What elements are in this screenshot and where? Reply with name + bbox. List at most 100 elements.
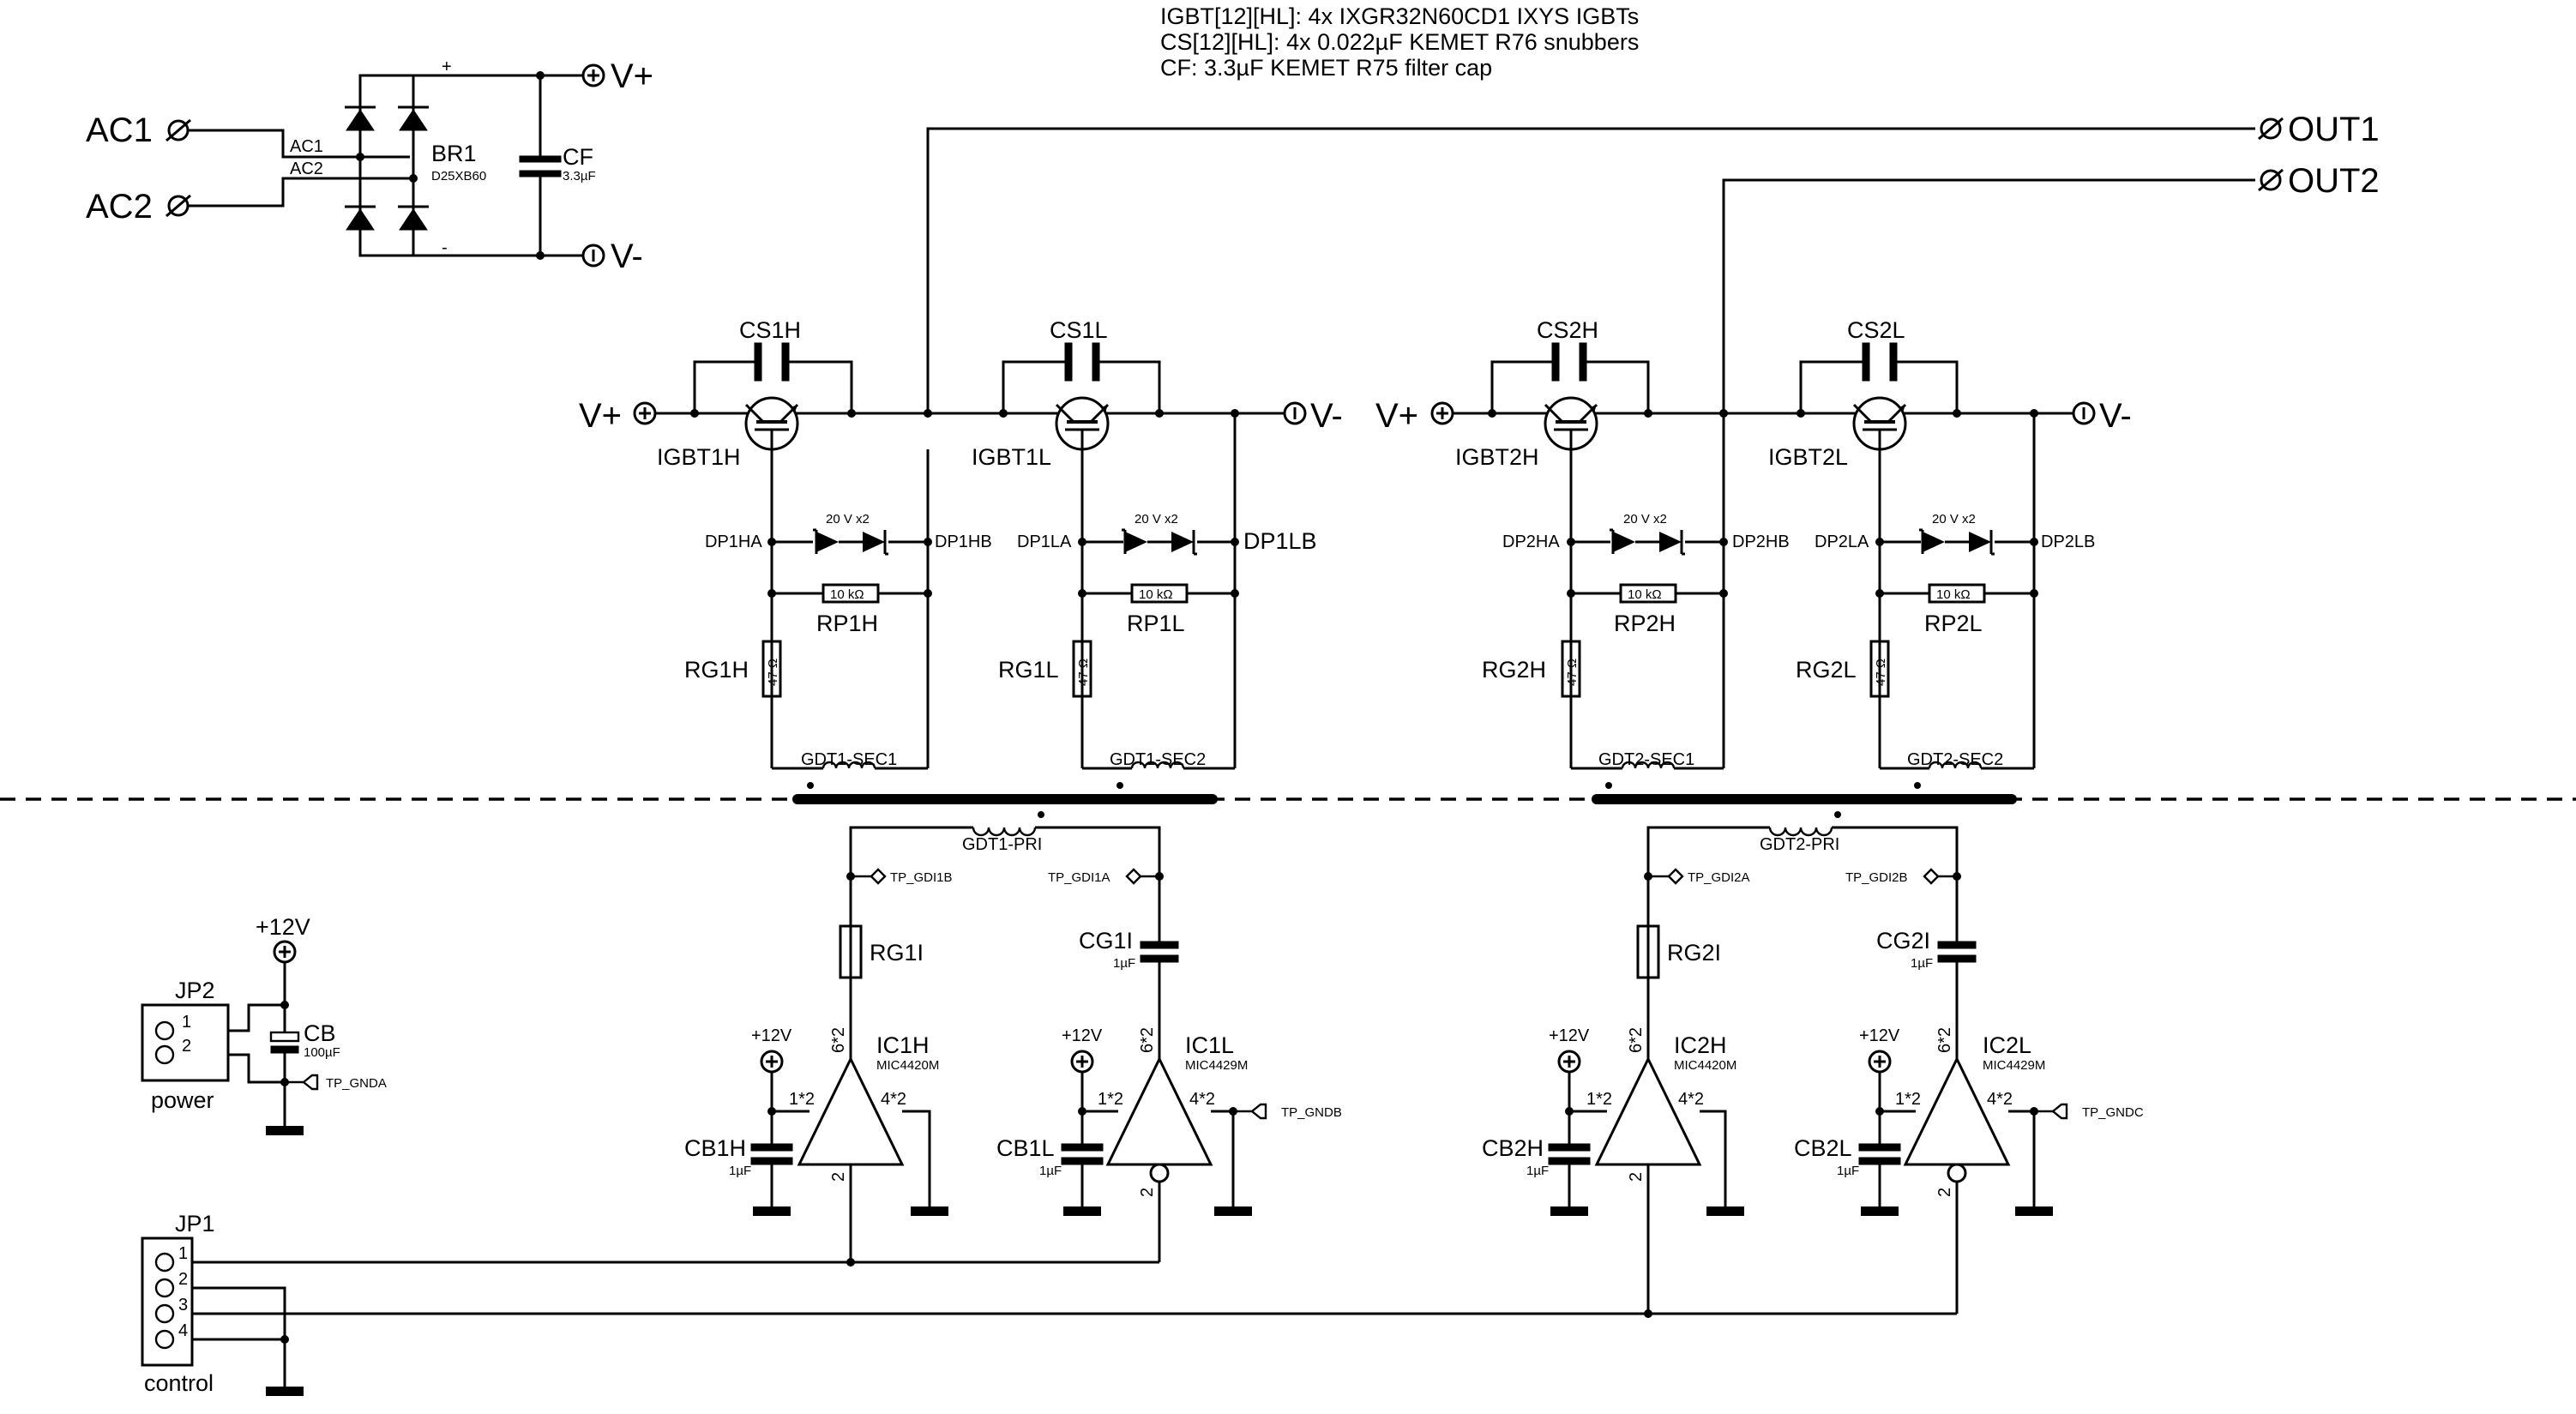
driver-2: GDT2-PRI TP_GDI2A TP_GDI2B RG2I CG2I 1µF… xyxy=(1482,811,2144,1314)
tp-right-2: TP_GDI2B xyxy=(1845,870,1908,885)
igbt-stage-2l: CS2L IGBT2L 20 V x2 DP2LA DP2LB 10 kΩ RP… xyxy=(1768,317,2095,789)
pin-out: 4*2 xyxy=(1189,1090,1215,1109)
port-vplus-left: V+ xyxy=(579,397,622,435)
test-point-icon xyxy=(1125,868,1142,885)
jp2-pin-1: 1 xyxy=(182,1013,191,1032)
zener-pair-icon xyxy=(1917,528,1996,556)
ground-icon xyxy=(1550,1206,1588,1216)
snub-cs2l: CS2L xyxy=(1847,317,1905,343)
pin-in: 1*2 xyxy=(1586,1090,1612,1109)
supply-12v-ic2h: +12V xyxy=(1549,1026,1590,1045)
power-stage-1: V+ V- CS1H IGBT1H 20 V x2 DP1HA DP1HB 10… xyxy=(579,317,1343,789)
jp2-power-connector: JP2 1 2 power +12V CB 100µF TP_GNDA xyxy=(141,914,387,1135)
port-vplus-right: V+ xyxy=(1375,397,1418,435)
jp2-cb-ref: CB xyxy=(304,1020,336,1046)
pin-gnd: 2 xyxy=(1138,1188,1157,1197)
rg-ref-2h: RG2H xyxy=(1482,657,1546,683)
jp1-control-connector: JP1 1 2 3 4 control xyxy=(141,1211,1957,1396)
sec-2h: GDT2-SEC1 xyxy=(1598,750,1694,769)
snub-cs1h: CS1H xyxy=(739,317,801,343)
igbt-ref-2h: IGBT2H xyxy=(1455,444,1539,470)
vminus-right-terminal-icon xyxy=(2072,401,2096,425)
igbt-ref-2l: IGBT2L xyxy=(1768,444,1848,470)
pin-in: 1*2 xyxy=(789,1090,815,1109)
ground-icon xyxy=(911,1206,948,1216)
zener-pair-icon xyxy=(811,528,890,556)
vminus-terminal-icon xyxy=(581,244,605,268)
jp1-pin-2: 2 xyxy=(178,1270,188,1289)
port-out1: OUT1 xyxy=(2288,111,2380,148)
supply-12v-ic1l: +12V xyxy=(1062,1026,1103,1045)
dp-a-1h: DP1HA xyxy=(705,533,762,551)
jp1-ref: JP1 xyxy=(175,1211,215,1236)
plus12v-icon xyxy=(1557,1050,1581,1074)
jp1-caption: control xyxy=(144,1370,214,1396)
igbt-icon xyxy=(1544,396,1598,451)
igbt-icon xyxy=(1852,396,1907,451)
out2-terminal-icon xyxy=(2257,168,2284,192)
cb-l-val-2: 1µF xyxy=(1837,1164,1859,1178)
cb-h-val-2: 1µF xyxy=(1526,1164,1549,1178)
dp-a-1l: DP1LA xyxy=(1017,533,1072,551)
out1-terminal-icon xyxy=(2257,117,2284,141)
pin-gnd: 2 xyxy=(829,1172,848,1182)
port-ac1: AC1 xyxy=(86,111,153,149)
plus12v-icon xyxy=(1868,1050,1892,1074)
rg-ref-i1: RG1I xyxy=(870,940,924,966)
dp-b-1l: DP1LB xyxy=(1243,528,1317,554)
pin-vdd: 6*2 xyxy=(1138,1027,1157,1053)
igbt-ref-1h: IGBT1H xyxy=(657,444,741,470)
dp-a-2l: DP2LA xyxy=(1815,533,1869,551)
pri-2: GDT2-PRI xyxy=(1760,835,1839,854)
rp-ref-2h: RP2H xyxy=(1614,611,1676,636)
power-stage-2: V+ V- CS2H IGBT2H 20 V x2 DP2HA DP2HB 10… xyxy=(1375,317,2132,789)
pin-in: 1*2 xyxy=(1098,1090,1123,1109)
pin-gnd: 2 xyxy=(1935,1188,1954,1197)
zener-label-1h: 20 V x2 xyxy=(826,512,870,526)
port-ac2: AC2 xyxy=(86,188,153,226)
rg-ref-1l: RG1L xyxy=(998,657,1059,683)
pin-out: 4*2 xyxy=(1987,1090,2013,1109)
bridge-rectifier: AC1 AC2 AC1 AC2 + - BR1 D25XB60 CF 3.3µF… xyxy=(86,57,653,275)
pin-in: 1*2 xyxy=(1895,1090,1921,1109)
jp1-pin-3: 3 xyxy=(178,1296,188,1315)
rg-ref-2l: RG2L xyxy=(1796,657,1857,683)
supply-12v-ic1h: +12V xyxy=(751,1026,792,1045)
ic-h-ref-1: IC1H xyxy=(876,1032,930,1058)
supply-12v-jp2: +12V xyxy=(256,914,310,940)
dp-b-2l: DP2LB xyxy=(2041,533,2095,551)
igbt-icon xyxy=(744,396,799,451)
ground-icon xyxy=(2015,1206,2053,1216)
output-nets: OUT1 OUT2 xyxy=(926,111,2380,413)
plus12v-icon xyxy=(760,1050,784,1074)
filter-cap-ref: CF xyxy=(563,144,593,170)
rg-val-1h: 47 Ω xyxy=(766,659,780,686)
port-vminus-left: V- xyxy=(1310,397,1343,435)
dp-b-1h: DP1HB xyxy=(935,533,992,551)
filter-cap-value: 3.3µF xyxy=(563,169,596,184)
test-point-icon xyxy=(1923,868,1940,885)
ic-h-ref-2: IC2H xyxy=(1674,1032,1727,1058)
cb-l-ref-1: CB1L xyxy=(996,1135,1055,1161)
pin-gnd: 2 xyxy=(1627,1172,1646,1182)
bridge-part: D25XB60 xyxy=(431,169,486,184)
cb-l-val-1: 1µF xyxy=(1039,1164,1062,1178)
jp2-caption: power xyxy=(151,1087,214,1113)
igbt-stage-2h: CS2H IGBT2H 20 V x2 DP2HA DP2HB 10 kΩ RP… xyxy=(1455,317,1790,789)
ground-icon xyxy=(266,1126,304,1135)
port-vplus-top: V+ xyxy=(611,57,653,95)
bridge-diode-icon xyxy=(345,105,429,231)
cb-h-val-1: 1µF xyxy=(729,1164,751,1178)
igbt-ref-1l: IGBT1L xyxy=(972,444,1051,470)
ground-icon xyxy=(1706,1206,1744,1216)
snub-cs1l: CS1L xyxy=(1050,317,1108,343)
cb-h-ref-2: CB2H xyxy=(1482,1135,1544,1161)
vplus-left-terminal-icon xyxy=(633,401,657,425)
test-point-icon xyxy=(1667,868,1684,885)
cg-val-1: 1µF xyxy=(1113,956,1135,971)
tp-left-2: TP_GDI2A xyxy=(1688,870,1750,885)
supply-12v-ic2l: +12V xyxy=(1859,1026,1900,1045)
zener-label-2l: 20 V x2 xyxy=(1932,512,1976,526)
port-vminus-top: V- xyxy=(611,238,643,275)
